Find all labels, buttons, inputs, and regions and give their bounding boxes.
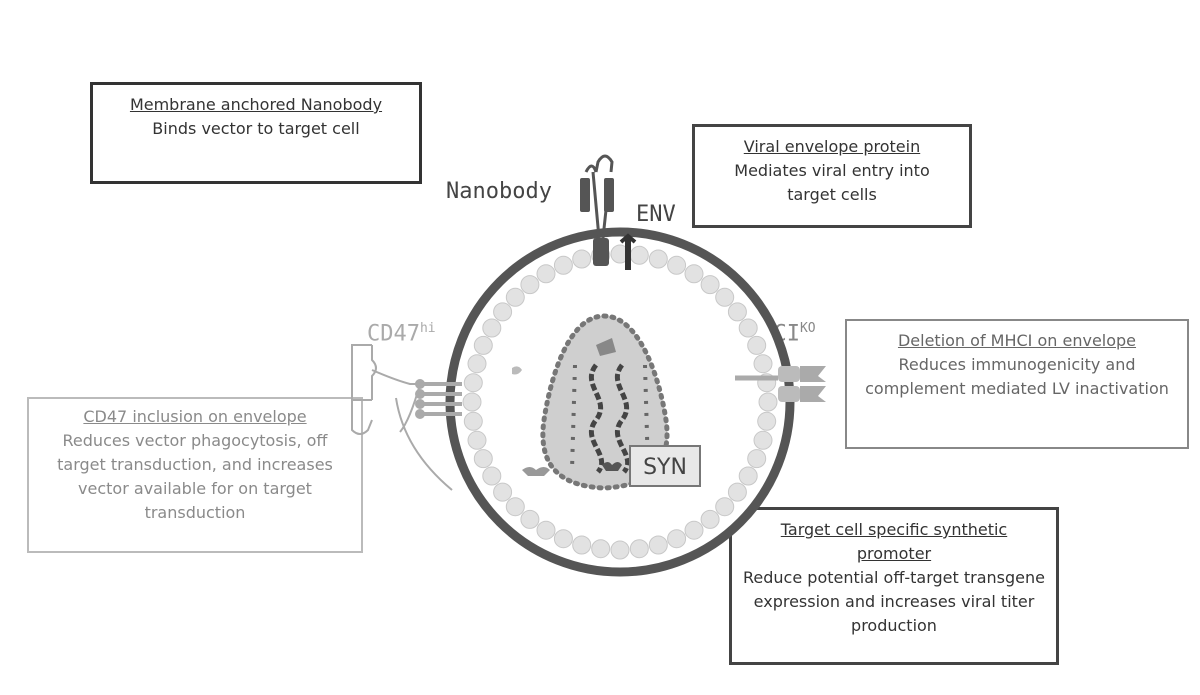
syn-box-text: Reduce potential off-target transgene ex… (743, 568, 1045, 635)
cd47-info-box: CD47 inclusion on envelope Reduces vecto… (27, 397, 363, 553)
matrix-bead (467, 354, 487, 374)
matrix-bead (715, 497, 735, 517)
mhci-label-sup: KO (799, 321, 816, 336)
matrix-bead (591, 539, 611, 559)
nanobody-box-text: Binds vector to target cell (152, 119, 360, 138)
syn-label: SYN (643, 455, 687, 480)
mhci-box-text: Reduces immunogenicity and complement me… (865, 355, 1169, 398)
syn-box-title: Target cell specific synthetic promoter (780, 520, 1008, 563)
matrix-bead (629, 539, 649, 559)
matrix-bead (667, 529, 687, 549)
matrix-bead (553, 255, 573, 275)
cd47-box-text: Reduces vector phagocytosis, off target … (57, 431, 333, 522)
matrix-bead (757, 411, 777, 431)
env-box-text: Mediates viral entry into target cells (734, 161, 930, 204)
cd47-box-title: CD47 inclusion on envelope (83, 407, 307, 426)
matrix-bead (462, 392, 482, 412)
matrix-bead (482, 466, 502, 486)
matrix-bead (473, 449, 493, 469)
cd47-label-sup: hi (419, 321, 436, 336)
nanobody-info-box: Membrane anchored Nanobody Binds vector … (90, 82, 422, 184)
env-box-title: Viral envelope protein (743, 137, 921, 156)
nanobody-glyph (580, 154, 614, 266)
nanobody-label: Nanobody (446, 179, 552, 204)
matrix-bead (727, 302, 747, 322)
matrix-bead (753, 354, 773, 374)
matrix-bead (758, 392, 778, 412)
matrix-bead (572, 249, 592, 269)
matrix-bead (747, 449, 767, 469)
matrix-bead (482, 318, 502, 338)
matrix-bead (493, 482, 513, 502)
matrix-bead (463, 411, 483, 431)
matrix-bead (572, 535, 592, 555)
matrix-bead (493, 302, 513, 322)
matrix-bead (684, 520, 704, 540)
nanobody-box-title: Membrane anchored Nanobody (129, 95, 383, 114)
matrix-bead (727, 482, 747, 502)
matrix-bead (536, 520, 556, 540)
matrix-bead (467, 430, 487, 450)
matrix-bead (463, 373, 483, 393)
matrix-bead-ring (462, 244, 778, 560)
env-label: ENV (636, 202, 676, 227)
matrix-bead (473, 335, 493, 355)
cd47-label-text: CD47 (367, 321, 420, 347)
matrix-bead (747, 335, 767, 355)
matrix-bead (629, 245, 649, 265)
matrix-bead (553, 529, 573, 549)
mhci-info-box: Deletion of MHCI on envelope Reduces imm… (845, 319, 1189, 449)
matrix-bead (738, 466, 758, 486)
matrix-bead (667, 255, 687, 275)
mhci-box-title: Deletion of MHCI on envelope (897, 331, 1137, 350)
matrix-bead (520, 275, 540, 295)
matrix-bead (520, 509, 540, 529)
mhci-glyph (735, 366, 826, 402)
integrase-protein (602, 462, 622, 471)
env-protein-glyph (619, 233, 637, 270)
matrix-bead (700, 275, 720, 295)
matrix-bead (684, 264, 704, 284)
matrix-bead (610, 540, 630, 560)
matrix-protein-left (512, 366, 522, 375)
matrix-bead (648, 535, 668, 555)
matrix-bead (648, 249, 668, 269)
cd47-glyph (351, 344, 462, 491)
matrix-bead (715, 287, 735, 307)
matrix-bead (700, 509, 720, 529)
matrix-protein-bottom (522, 467, 550, 476)
matrix-bead (505, 287, 525, 307)
matrix-bead (536, 264, 556, 284)
env-info-box: Viral envelope protein Mediates viral en… (692, 124, 972, 228)
capsid-protein-top (596, 338, 616, 356)
matrix-bead (753, 430, 773, 450)
syn-info-box: Target cell specific synthetic promoter … (729, 507, 1059, 665)
syn-promoter-box (629, 445, 701, 487)
matrix-bead (505, 497, 525, 517)
cd47-label: CD47hi (367, 321, 436, 346)
matrix-bead (738, 318, 758, 338)
